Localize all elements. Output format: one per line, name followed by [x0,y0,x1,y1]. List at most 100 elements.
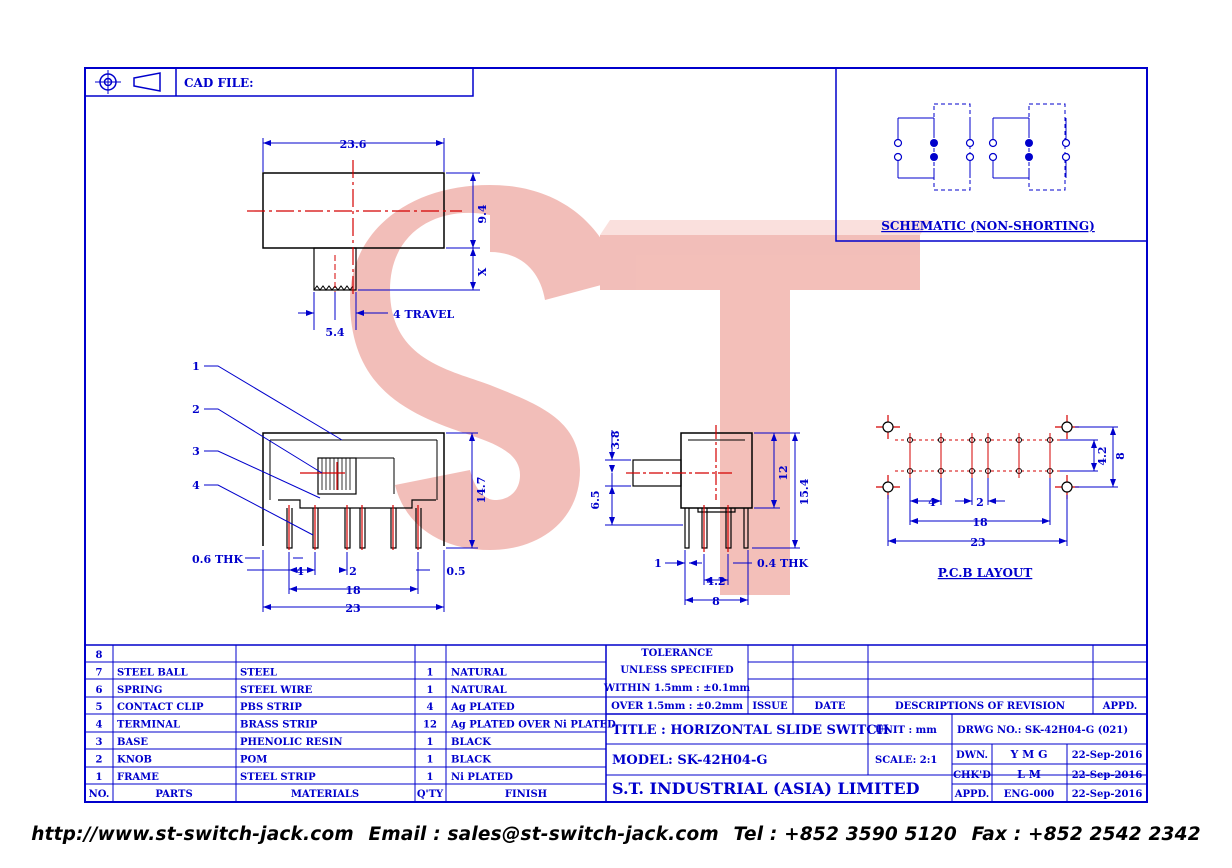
parts-cell-qty: 1 [427,667,434,678]
parts-header-part: PARTS [155,789,192,800]
dim-x: X [476,267,489,276]
dim-knob: 5.4 [325,326,344,339]
front-view: 1 2 3 4 14.7 0.6 THK 4 2 0.5 [192,360,488,615]
cad-file-label: CAD FILE: [184,76,254,90]
dim-top-width: 23.6 [340,138,367,151]
callout-4: 4 [192,479,200,492]
parts-cell-finish: Ni PLATED [451,772,513,783]
parts-cell-part: SPRING [117,685,162,696]
parts-cell-no: 7 [96,667,103,678]
dim-front-05: 0.5 [446,565,465,578]
parts-cell-no: 1 [96,772,103,783]
dim-side-38: 3.8 [609,430,622,449]
dim-front-pitch: 4 [296,565,304,578]
callout-2: 2 [192,403,200,416]
dim-pcb-8: 8 [1114,452,1127,460]
parts-cell-no: 3 [96,737,103,748]
parts-cell-qty: 1 [427,737,434,748]
dim-pcb-23: 23 [970,536,985,549]
dwn-label: DWN. [956,750,988,761]
parts-cell-part: BASE [117,737,148,748]
parts-cell-no: 4 [96,720,103,731]
dim-travel: 4 TRAVEL [393,308,454,321]
schematic-panel: SCHEMATIC (NON-SHORTING) [835,68,1147,242]
revision-header: ISSUE DATE DESCRIPTIONS OF REVISION APPD… [752,701,1137,712]
side-view: 3.8 6.5 12 15.4 1 4.2 0.4 THK 8 [589,425,811,608]
revision-desc: DESCRIPTIONS OF REVISION [895,701,1065,712]
dim-front-23: 23 [345,602,360,615]
drawing-title: TITLE : HORIZONTAL SLIDE SWITCH [612,723,889,738]
footer-contact: http://www.st-switch-jack.com Email : sa… [0,824,1232,845]
revision-issue: ISSUE [752,701,788,712]
parts-cell-finish: BLACK [451,754,491,765]
parts-header-finish: FINISH [505,789,547,800]
appd-value: ENG-000 [1004,789,1055,800]
appd-label: APPD. [954,789,990,800]
dwn-date: 22-Sep-2016 [1072,750,1143,761]
projection-symbol-icon [95,70,161,94]
company-name: S.T. INDUSTRIAL (ASIA) LIMITED [612,779,920,798]
chkd-value: L M [1017,768,1041,781]
revision-appd: APPD. [1102,701,1138,712]
tolerance-l2: UNLESS SPECIFIED [620,665,734,676]
parts-cell-material: STEEL [240,667,277,678]
parts-header: NO. PARTS MATERIALS Q'TY FINISH [89,789,548,800]
parts-cell-no: 8 [96,650,103,661]
parts-cell-no: 5 [96,702,103,713]
top-view: 23.6 9.4 X 5.4 4 TRAVEL [247,138,489,339]
parts-header-material: MATERIALS [291,789,359,800]
dim-pcb-4: 4 [928,496,936,509]
tolerance-l4: OVER 1.5mm : ±0.2mm [611,701,743,712]
title-info: TITLE : HORIZONTAL SLIDE SWITCH UNIT : m… [612,723,1142,800]
dim-front-18: 18 [345,584,361,597]
footer-email[interactable]: Email : sales@st-switch-jack.com [368,824,719,845]
parts-cell-finish: Ag PLATED [450,702,515,713]
dim-side-1: 1 [654,557,662,570]
dim-side-thk: 0.4 THK [757,557,809,570]
dim-side-12: 12 [777,465,790,480]
dim-pcb-18: 18 [972,516,988,529]
parts-cell-part: TERMINAL [117,720,180,731]
parts-cell-material: STEEL WIRE [240,685,313,696]
callout-1: 1 [192,360,200,373]
pcb-layout: 4 2 18 23 4.2 8 P.C.B LAYOUT [876,415,1127,580]
callout-3: 3 [192,445,200,458]
chkd-label: CHK'D [953,770,991,781]
tolerance-block: TOLERANCE UNLESS SPECIFIED WITHIN 1.5mm … [603,648,751,712]
parts-cell-qty: 4 [427,702,434,713]
drawing-number: DRWG NO.: SK-42H04-G (021) [957,725,1128,736]
dim-side-65: 6.5 [589,490,602,509]
scale: SCALE: 2:1 [875,755,937,766]
footer-tel: Tel : +852 3590 5120 [733,824,957,845]
parts-cell-no: 6 [96,685,103,696]
title-block [85,644,1147,802]
tolerance-l3: WITHIN 1.5mm : ±0.1mm [603,683,751,694]
unit: UNIT : mm [875,725,937,736]
schematic-label: SCHEMATIC (NON-SHORTING) [881,219,1095,233]
parts-cell-material: PBS STRIP [240,702,302,713]
parts-cell-no: 2 [96,754,103,765]
revision-date: DATE [815,701,846,712]
parts-cell-material: BRASS STRIP [240,720,318,731]
cad-file-box: CAD FILE: [84,67,474,97]
chkd-date: 22-Sep-2016 [1072,770,1143,781]
footer-fax: Fax : +852 2542 2342 [971,824,1201,845]
dim-front-thk: 0.6 THK [192,553,244,566]
parts-cell-finish: NATURAL [451,685,507,696]
watermark-logo [350,185,930,595]
dim-side-42: 4.2 [706,575,725,588]
dim-front-2: 2 [349,565,357,578]
model: MODEL: SK-42H04-G [612,753,767,768]
parts-cell-part: STEEL BALL [117,667,188,678]
tolerance-l1: TOLERANCE [641,648,713,659]
parts-cell-part: FRAME [117,772,159,783]
parts-cell-finish: NATURAL [451,667,507,678]
parts-cell-qty: 12 [423,720,437,731]
dim-top-height: 9.4 [476,204,489,223]
dim-side-154: 15.4 [798,478,811,505]
footer-url[interactable]: http://www.st-switch-jack.com [31,824,354,845]
parts-cell-part: KNOB [117,754,152,765]
dim-front-height: 14.7 [475,477,488,504]
